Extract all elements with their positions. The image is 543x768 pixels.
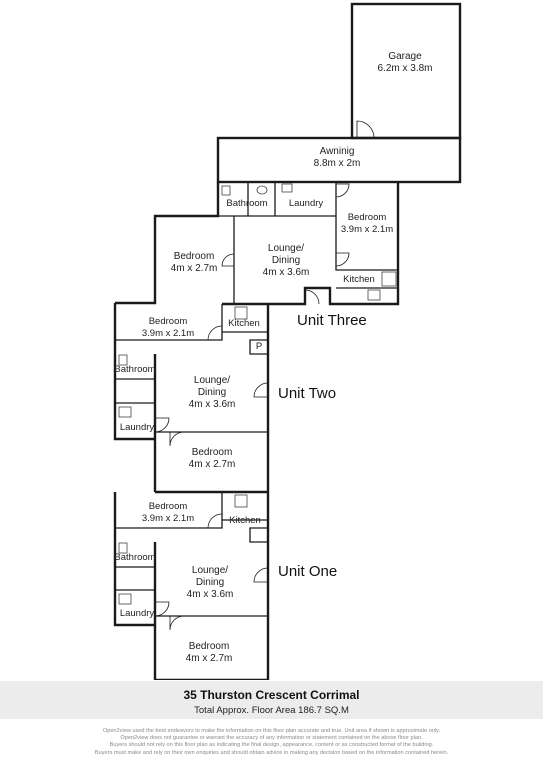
room-name: Bathroom	[114, 364, 156, 375]
room-dims: 8.8m x 2m	[313, 158, 361, 169]
room-u2-lounge: Lounge/ Dining 4m x 3.6m	[189, 375, 236, 411]
room-name: Kitchen	[228, 318, 260, 329]
room-name: Kitchen	[229, 515, 261, 526]
room-u3-bedroom-small: Bedroom 3.9m x 2.1m	[341, 212, 393, 236]
u1-basin	[118, 542, 128, 554]
disclaimer-line: Open2view used the best endeavors to mak…	[102, 728, 441, 734]
u2-cooktop	[234, 306, 248, 320]
room-name: Bedroom	[148, 316, 188, 327]
room-dims: 3.9m x 2.1m	[340, 224, 394, 235]
unit-one-walls	[113, 492, 270, 680]
room-u3-bedroom-large: Bedroom 4m x 2.7m	[171, 251, 218, 275]
room-dims: 4m x 2.7m	[170, 263, 218, 274]
room-name: Laundry	[288, 198, 324, 209]
disclaimer-line: Open2view does not guarantee or warrant …	[120, 735, 423, 742]
room-dims: 4m x 3.6m	[186, 589, 234, 600]
disclaimer-line: Buyers must make and rely on their own e…	[94, 749, 449, 756]
u1-cooktop	[234, 494, 248, 508]
room-name: Lounge/	[193, 375, 231, 386]
room-dims: 3.9m x 2.1m	[141, 513, 195, 524]
u1-laundry-tub	[118, 593, 132, 605]
room-dims: 4m x 3.6m	[188, 399, 236, 410]
u3-basin	[221, 185, 231, 196]
room-name: Bedroom	[188, 641, 230, 652]
room-name-2: Dining	[195, 577, 225, 588]
disclaimer-line: Buyers should not rely on this floor pla…	[109, 742, 434, 749]
room-name: Garage	[388, 51, 422, 62]
room-name-2: Dining	[197, 387, 227, 398]
room-u2-bathroom: Bathroom	[114, 364, 155, 376]
room-name: Bathroom	[226, 198, 268, 209]
room-name-2: Dining	[271, 255, 301, 266]
room-name: Kitchen	[343, 274, 375, 285]
room-awning: Awninig 8.8m x 2m	[314, 146, 361, 170]
unit-two-walls	[113, 303, 270, 494]
room-dims: 4m x 2.7m	[188, 459, 236, 470]
room-u1-lounge: Lounge/ Dining 4m x 3.6m	[187, 565, 234, 601]
unit-one-label: Unit One	[278, 563, 338, 580]
room-name: Bedroom	[173, 251, 215, 262]
u3-sink	[367, 289, 381, 301]
room-u2-pantry: P	[256, 341, 262, 353]
room-dims: 4m x 2.7m	[185, 653, 233, 664]
u3-laundry-tub	[281, 183, 293, 193]
u2-basin	[118, 354, 128, 366]
room-u3-lounge: Lounge/ Dining 4m x 3.6m	[263, 243, 310, 279]
room-dims: 6.2m x 3.8m	[377, 63, 433, 74]
total-floor-area: Total Approx. Floor Area 186.7 SQ.M	[194, 705, 349, 716]
awning-outline	[216, 136, 462, 184]
room-garage: Garage 6.2m x 3.8m	[377, 51, 432, 75]
room-name: Bedroom	[191, 447, 233, 458]
property-address: 35 Thurston Crescent Corrimal	[183, 688, 360, 702]
footer-band	[0, 681, 543, 719]
room-dims: 4m x 3.6m	[262, 267, 310, 278]
room-u3-laundry: Laundry	[289, 198, 323, 210]
room-u1-laundry: Laundry	[120, 608, 154, 620]
room-u1-bathroom: Bathroom	[114, 552, 155, 564]
room-u1-bedroom-large: Bedroom 4m x 2.7m	[186, 641, 233, 665]
unit-three-label: Unit Three	[297, 312, 367, 329]
room-name: Bathroom	[114, 552, 156, 563]
u3-toilet	[256, 185, 268, 195]
room-name: P	[255, 341, 263, 352]
room-dims: 3.9m x 2.1m	[141, 328, 195, 339]
room-name: Laundry	[119, 608, 155, 619]
room-name: Laundry	[119, 422, 155, 433]
disclaimer: Open2view used the best endeavors to mak…	[40, 728, 503, 757]
unit-two-label: Unit Two	[278, 385, 337, 402]
room-name: Lounge/	[191, 565, 229, 576]
garage-door	[356, 120, 375, 139]
room-u2-laundry: Laundry	[120, 422, 154, 434]
room-name: Bedroom	[347, 212, 387, 223]
u3-cooktop	[381, 271, 397, 287]
room-name: Bedroom	[148, 501, 188, 512]
floor-plan	[113, 2, 462, 680]
room-u3-bathroom: Bathroom	[226, 198, 267, 210]
room-name: Lounge/	[267, 243, 305, 254]
room-u1-kitchen: Kitchen	[229, 515, 261, 527]
room-u1-bedroom-small: Bedroom 3.9m x 2.1m	[142, 501, 194, 525]
room-name: Awninig	[319, 146, 355, 157]
room-u2-bedroom-small: Bedroom 3.9m x 2.1m	[142, 316, 194, 340]
room-u3-kitchen: Kitchen	[343, 274, 375, 286]
u2-laundry-tub	[118, 406, 132, 418]
room-u2-kitchen: Kitchen	[228, 318, 260, 330]
room-u2-bedroom-large: Bedroom 4m x 2.7m	[189, 447, 236, 471]
